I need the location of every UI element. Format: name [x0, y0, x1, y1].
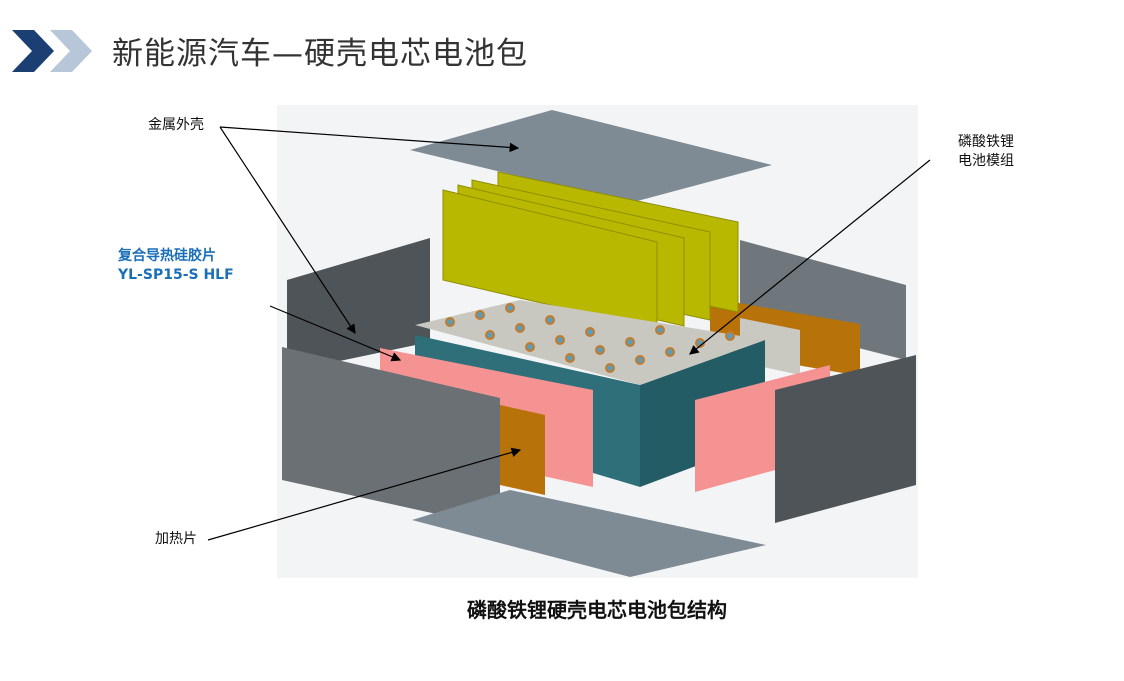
leader-line: [269, 305, 402, 362]
double-chevron-icon: [12, 30, 92, 72]
module-top-face: [415, 300, 765, 385]
leader-line: [219, 126, 520, 153]
back-left-wall: [287, 238, 430, 372]
label-thermal-pad: 复合导热硅胶片 YL-SP15-S HLF: [118, 247, 234, 285]
bottom-plate: [412, 490, 766, 577]
label-thermal-pad-line1: 复合导热硅胶片: [118, 248, 216, 264]
label-heater: 加热片: [155, 531, 197, 547]
front-left-wall: [282, 347, 500, 528]
cell-terminals: [445, 303, 735, 373]
label-thermal-pad-line2: YL-SP15-S HLF: [118, 267, 234, 283]
leader-line: [689, 159, 931, 355]
label-lfp-module: 磷酸铁锂 电池模组: [958, 133, 1014, 171]
front-heater: [500, 405, 545, 495]
leader-line: [219, 126, 356, 335]
label-lfp-module-line1: 磷酸铁锂: [958, 134, 1014, 150]
label-metal-shell: 金属外壳: [148, 117, 204, 133]
diagram-caption: 磷酸铁锂硬壳电芯电池包结构: [467, 598, 727, 622]
top-plate: [410, 110, 772, 203]
leader-line: [207, 447, 522, 541]
page-title: 新能源汽车—硬壳电芯电池包: [112, 36, 528, 72]
label-lfp-module-line2: 电池模组: [958, 153, 1014, 169]
back-right-wall: [740, 240, 906, 360]
front-right-wall: [775, 355, 916, 523]
